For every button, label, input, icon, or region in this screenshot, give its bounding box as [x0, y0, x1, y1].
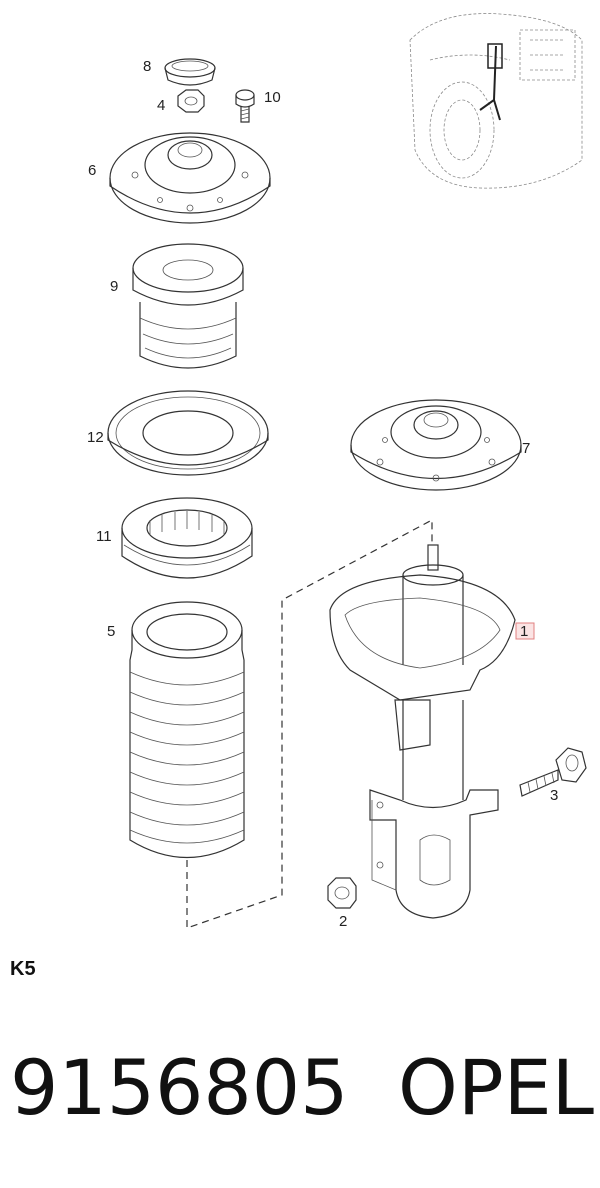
callout-8: 8: [143, 58, 151, 75]
brand-name: OPEL: [398, 1043, 595, 1132]
callout-2: 2: [339, 913, 347, 930]
callout-9: 9: [110, 278, 118, 295]
part-12-seal-ring: [107, 390, 269, 476]
part-10-bolt: [235, 89, 255, 123]
callout-10: 10: [264, 89, 281, 106]
callout-6: 6: [88, 162, 96, 179]
part-7-strut-mount: [350, 399, 522, 491]
callout-12: 12: [87, 429, 104, 446]
assembly-line: [186, 519, 433, 929]
callout-11: 11: [96, 528, 112, 545]
part-6-strut-mount: [109, 132, 271, 224]
exploded-parts-diagram: 8 4 10 6 9 12: [87, 13, 587, 930]
part-9-bearing: [132, 243, 244, 369]
callout-7: 7: [522, 440, 530, 457]
sheet-code: K5: [10, 958, 36, 980]
callout-4: 4: [157, 97, 165, 114]
part-8-cap: [164, 58, 216, 86]
callout-1: 1: [520, 623, 528, 640]
part-number: 9156805: [10, 1043, 349, 1132]
part-1-strut-assembly: [329, 544, 516, 919]
part-2-nut: [327, 877, 357, 909]
part-5-dust-boot: [129, 601, 245, 859]
callout-3: 3: [550, 787, 558, 804]
vehicle-location-sketch: [409, 13, 583, 189]
callout-5: 5: [107, 623, 115, 640]
callout-1-highlight: [515, 622, 535, 640]
part-3-bolt: [519, 747, 587, 797]
part-4-nut: [177, 89, 205, 113]
part-11-bearing: [121, 497, 253, 579]
